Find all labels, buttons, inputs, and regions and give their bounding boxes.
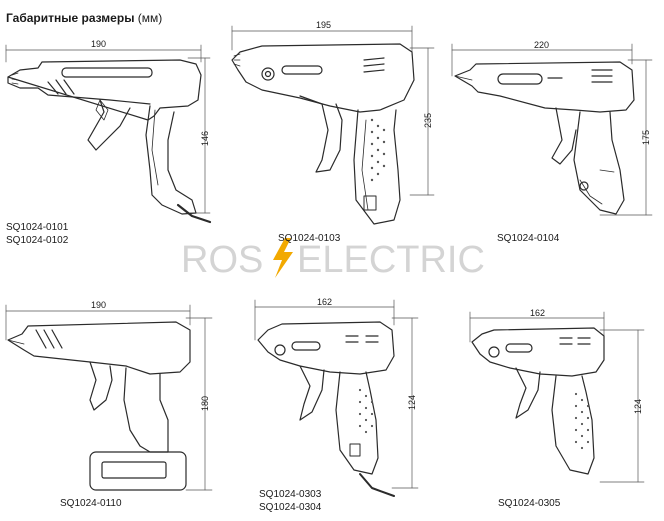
dim-lines-0110 xyxy=(5,304,213,491)
grip-dots-0305 xyxy=(574,392,590,450)
width-label-0305: 162 xyxy=(530,308,546,318)
watermark-right: ELECTRIC xyxy=(297,239,485,280)
width-label-0101: 190 xyxy=(91,39,107,49)
model-code-line: SQ1024-0101 xyxy=(6,222,69,233)
width-label-0303: 162 xyxy=(317,297,333,307)
page-title: Габаритные размеры (мм) xyxy=(6,11,162,25)
glue-gun-0103 xyxy=(231,25,435,225)
model-code-line: SQ1024-0102 xyxy=(6,235,69,246)
glue-gun-0104 xyxy=(451,43,653,216)
model-code-line: SQ1024-0304 xyxy=(259,502,322,513)
model-code-line: SQ1024-0303 xyxy=(259,489,322,500)
width-label-0103: 195 xyxy=(316,20,332,30)
glue-gun-0101 xyxy=(5,44,212,224)
watermark-left: ROS xyxy=(181,239,263,280)
title-unit: (мм) xyxy=(137,11,163,25)
grip-dots-0103 xyxy=(370,118,386,182)
dim-lines-0303 xyxy=(254,299,419,489)
glue-gun-0110 xyxy=(5,304,213,491)
height-label-0305: 124 xyxy=(633,398,643,414)
dim-lines-0305 xyxy=(469,311,645,483)
glue-gun-0305 xyxy=(469,311,645,483)
watermark-logo: ROS ELECTRIC xyxy=(181,238,485,280)
glue-gun-0303 xyxy=(254,299,419,497)
width-label-0104: 220 xyxy=(534,40,550,50)
width-label-0110: 190 xyxy=(91,300,107,310)
lightning-icon xyxy=(273,238,293,278)
model-code-0101: SQ1024-0101 SQ1024-0102 xyxy=(6,221,68,247)
height-label-0104: 175 xyxy=(641,129,651,145)
dim-lines-0104 xyxy=(451,43,653,216)
title-text: Габаритные размеры xyxy=(6,11,135,25)
model-code-0104: SQ1024-0104 xyxy=(497,233,560,244)
model-code-0103: SQ1024-0103 xyxy=(278,233,341,244)
grip-dots-0303 xyxy=(358,388,374,434)
model-code-0305: SQ1024-0305 xyxy=(498,498,561,509)
height-label-0103: 235 xyxy=(423,112,433,128)
dim-lines-0103 xyxy=(231,25,435,196)
model-code-0110: SQ1024-0110 xyxy=(60,498,122,509)
height-label-0303: 124 xyxy=(407,394,417,410)
dim-lines-0101 xyxy=(5,44,211,214)
height-label-0101: 146 xyxy=(200,130,210,146)
height-label-0110: 180 xyxy=(200,395,210,411)
model-code-0303: SQ1024-0303 SQ1024-0304 xyxy=(259,488,321,514)
